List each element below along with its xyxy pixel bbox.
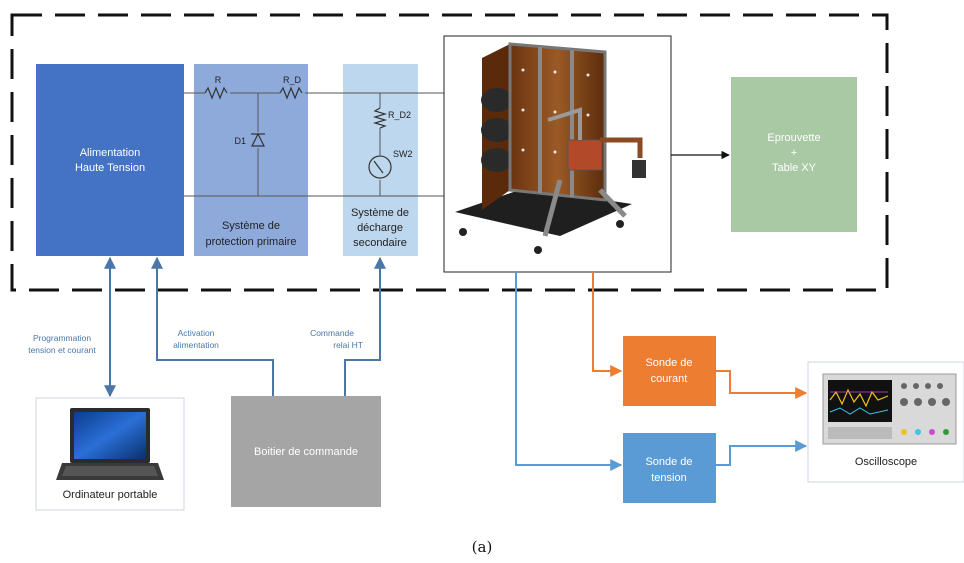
machine-to-voltage-probe-link xyxy=(515,272,623,471)
circuit-wires xyxy=(184,92,444,197)
relay-link xyxy=(344,256,386,396)
resistor-rd-label: R_D xyxy=(283,75,302,85)
activation-label-2: alimentation xyxy=(173,340,219,350)
switch-sw2-label: SW2 xyxy=(393,149,413,159)
specimen-label-1: Eprouvette xyxy=(767,132,820,144)
control-box-label: Boitier de commande xyxy=(254,446,358,458)
discharge-label-3: secondaire xyxy=(353,237,407,249)
machine-to-current-probe-link xyxy=(592,272,623,377)
relay-label-2: relai HT xyxy=(333,340,363,350)
discharge-block: Système de décharge secondaire xyxy=(343,64,418,256)
resistor-r-label: R xyxy=(215,75,222,85)
current-probe-block: Sonde de courant xyxy=(623,336,716,406)
activation-link xyxy=(151,256,274,396)
resistor-rd2-icon: R_D2 xyxy=(372,107,411,129)
figure-caption: (a) xyxy=(472,538,493,556)
specimen-label-2: + xyxy=(791,147,797,159)
switch-sw2-icon: SW2 xyxy=(368,149,413,179)
current-probe-label-2: courant xyxy=(651,373,688,385)
resistor-rd-icon: R_D xyxy=(279,75,303,100)
programming-label-1: Programmation xyxy=(33,333,91,343)
laptop-label: Ordinateur portable xyxy=(63,489,158,501)
power-supply-label-2: Haute Tension xyxy=(75,162,145,174)
discharge-label-2: décharge xyxy=(357,222,403,234)
diode-d1-icon: D1 xyxy=(234,132,265,147)
machine-image xyxy=(443,35,672,273)
resistor-r-icon: R xyxy=(204,75,228,100)
specimen-block: Eprouvette + Table XY xyxy=(731,77,857,232)
control-box-block: Boitier de commande xyxy=(231,396,381,507)
specimen-label-3: Table XY xyxy=(772,162,817,174)
protection-label-1: Système de xyxy=(222,220,280,232)
diode-d1-label: D1 xyxy=(234,136,246,146)
protection-label-2: protection primaire xyxy=(205,236,296,248)
enclosure-dashed-border xyxy=(10,13,889,292)
voltage-probe-label-2: tension xyxy=(651,472,686,484)
laptop-icon xyxy=(56,408,164,480)
relay-label-1: Commande xyxy=(310,328,354,338)
oscilloscope-box: Oscilloscope xyxy=(807,361,964,483)
discharge-label-1: Système de xyxy=(351,207,409,219)
activation-label-1: Activation xyxy=(178,328,215,338)
resistor-rd2-label: R_D2 xyxy=(388,110,411,120)
voltage-probe-to-oscilloscope-link xyxy=(716,440,808,466)
current-probe-to-oscilloscope-link xyxy=(716,370,808,399)
oscilloscope-label: Oscilloscope xyxy=(855,456,917,468)
laptop-box: Ordinateur portable xyxy=(35,397,185,511)
programming-label-2: tension et courant xyxy=(28,345,96,355)
power-supply-label-1: Alimentation xyxy=(80,147,141,159)
voltage-probe-block: Sonde de tension xyxy=(623,433,716,503)
power-supply-block: Alimentation Haute Tension xyxy=(36,64,184,256)
oscilloscope-icon xyxy=(822,373,957,445)
current-probe-label-1: Sonde de xyxy=(645,357,692,369)
voltage-probe-label-1: Sonde de xyxy=(645,456,692,468)
